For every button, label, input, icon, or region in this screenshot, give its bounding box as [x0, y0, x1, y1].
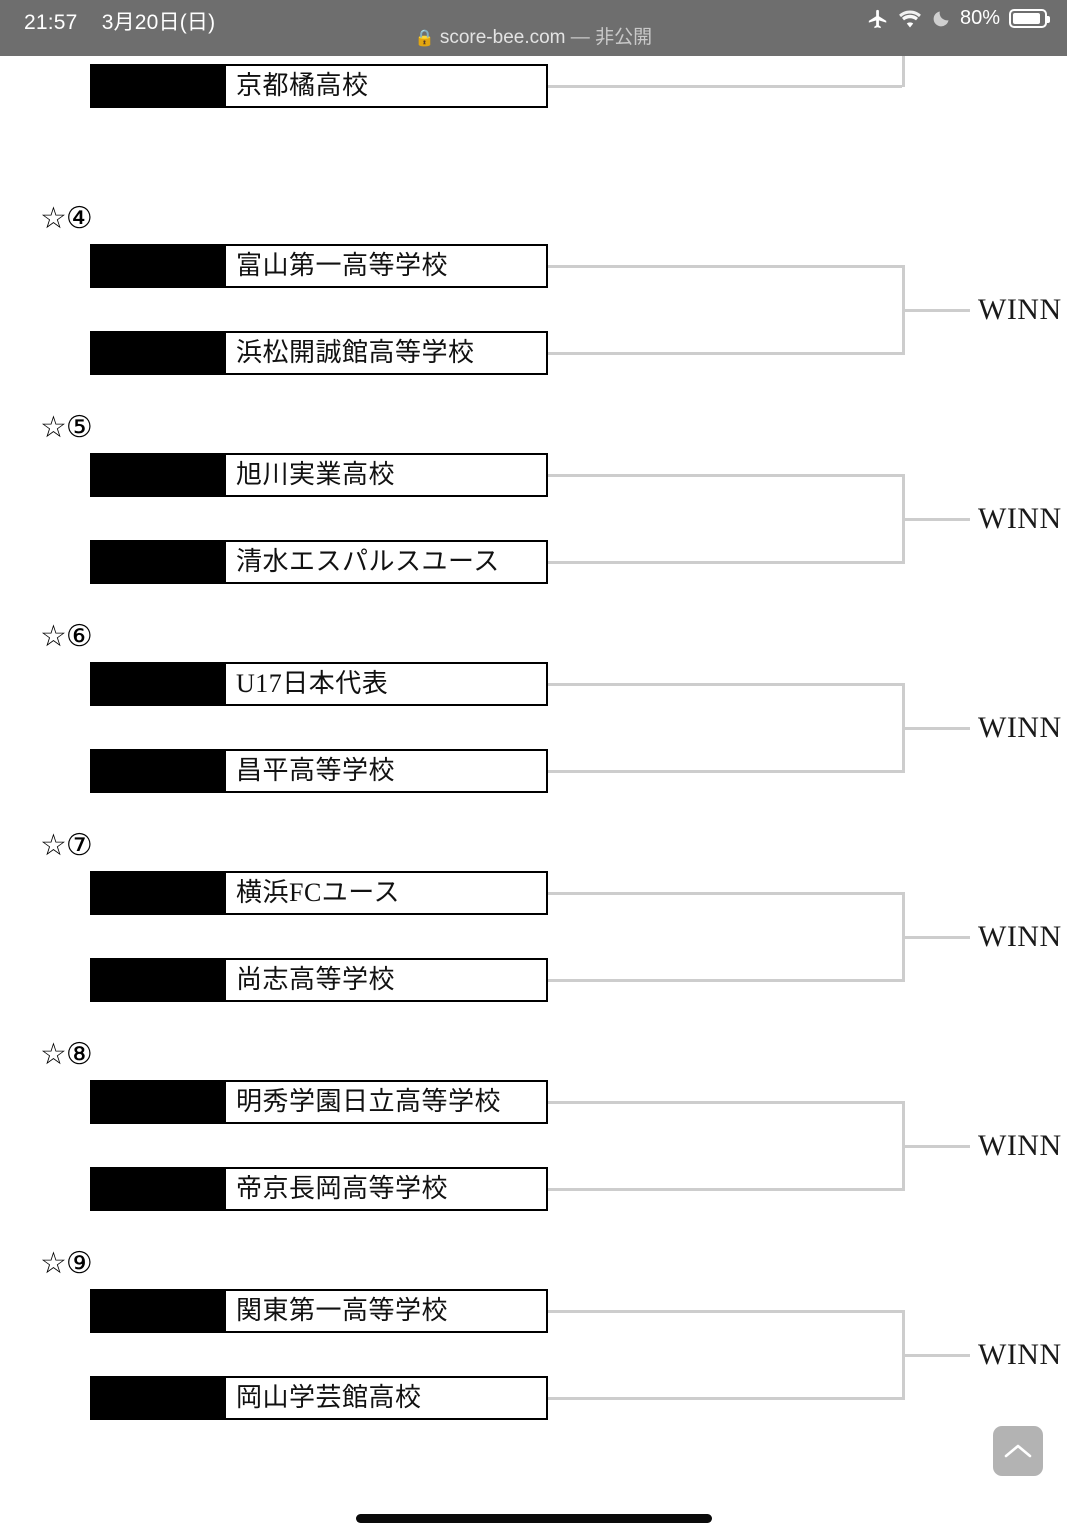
team-seed-block: [92, 66, 226, 106]
team-seed-block: [92, 1169, 226, 1209]
bracket-connector-horizontal: [548, 1101, 902, 1104]
bracket-connector-horizontal: [548, 683, 902, 686]
battery-icon: [1009, 9, 1050, 28]
team-row[interactable]: 関東第一高等学校: [90, 1289, 548, 1333]
wifi-icon: [898, 9, 922, 29]
team-name: 明秀学園日立高等学校: [226, 1082, 546, 1122]
team-seed-block: [92, 1378, 226, 1418]
group-star-label: ☆⑦: [40, 828, 93, 863]
team-name: 尚志高等学校: [226, 960, 546, 1000]
winner-label: WINN: [978, 710, 1062, 744]
team-row[interactable]: 浜松開誠館高等学校: [90, 331, 548, 375]
team-seed-block: [92, 960, 226, 1000]
winner-label: WINN: [978, 501, 1062, 535]
group-star-label: ☆⑨: [40, 1246, 93, 1281]
team-seed-block: [92, 1291, 226, 1331]
airplane-icon: [867, 8, 889, 30]
bracket-connector-horizontal: [548, 979, 902, 982]
bracket-connector-vertical: [902, 56, 905, 87]
team-name: 京都橘高校: [226, 66, 546, 106]
team-name: 旭川実業高校: [226, 455, 546, 495]
bracket-connector-horizontal: [548, 85, 902, 88]
team-name: 横浜FCユース: [226, 873, 546, 913]
bracket-connector-horizontal: [548, 1310, 902, 1313]
team-row[interactable]: 旭川実業高校: [90, 453, 548, 497]
scroll-to-top-button[interactable]: [993, 1426, 1043, 1476]
chevron-up-icon: [1004, 1444, 1032, 1458]
tournament-bracket: 京都橘高校 ☆④ 富山第一高等学校浜松開誠館高等学校 WINN ☆⑤ 旭川実業高校清水エス…: [0, 56, 1067, 1536]
winner-label: WINN: [978, 1128, 1062, 1162]
team-row[interactable]: 岡山学芸館高校: [90, 1376, 548, 1420]
team-row[interactable]: 尚志高等学校: [90, 958, 548, 1002]
clock-date: 3月20日(日): [101, 11, 216, 34]
team-row[interactable]: 京都橘高校: [90, 64, 548, 108]
status-bar-clock: 21:57 3月20日(日): [24, 6, 215, 36]
winner-label: WINN: [978, 1337, 1062, 1371]
team-seed-block: [92, 246, 226, 286]
bracket-winner-stub: [902, 1144, 970, 1148]
team-row[interactable]: 横浜FCユース: [90, 871, 548, 915]
team-row[interactable]: 富山第一高等学校: [90, 244, 548, 288]
team-row[interactable]: 帝京長岡高等学校: [90, 1167, 548, 1211]
team-seed-block: [92, 333, 226, 373]
bracket-connector-horizontal: [548, 561, 902, 564]
bracket-winner-stub: [902, 935, 970, 939]
team-name: 岡山学芸館高校: [226, 1378, 546, 1418]
clock-time: 21:57: [24, 11, 78, 34]
team-name: 富山第一高等学校: [226, 246, 546, 286]
team-name: 昌平高等学校: [226, 751, 546, 791]
team-seed-block: [92, 542, 226, 582]
team-name: 関東第一高等学校: [226, 1291, 546, 1331]
group-star-label: ☆⑥: [40, 619, 93, 654]
team-row[interactable]: U17日本代表: [90, 662, 548, 706]
team-row[interactable]: 清水エスパルスユース: [90, 540, 548, 584]
home-indicator: [355, 1514, 712, 1523]
team-name: 帝京長岡高等学校: [226, 1169, 546, 1209]
bracket-connector-horizontal: [548, 1188, 902, 1191]
bracket-connector-horizontal: [548, 770, 902, 773]
ios-status-bar: 21:57 3月20日(日) 80%: [0, 0, 1067, 56]
url-domain: score-bee.com: [439, 27, 566, 48]
team-row[interactable]: 昌平高等学校: [90, 749, 548, 793]
bracket-connector-horizontal: [548, 1397, 902, 1400]
bracket-connector-horizontal: [548, 892, 902, 895]
group-star-label: ☆④: [40, 201, 93, 236]
team-name: 浜松開誠館高等学校: [226, 333, 546, 373]
team-name: 清水エスパルスユース: [226, 542, 546, 582]
moon-icon: [931, 9, 951, 29]
status-bar-indicators: 80%: [867, 7, 1050, 30]
lock-icon: 🔒: [414, 30, 435, 47]
team-row[interactable]: 明秀学園日立高等学校: [90, 1080, 548, 1124]
team-seed-block: [92, 455, 226, 495]
bracket-winner-stub: [902, 1353, 970, 1357]
url-privacy-label: — 非公開: [570, 27, 653, 48]
group-star-label: ☆⑧: [40, 1037, 93, 1072]
team-seed-block: [92, 1082, 226, 1122]
battery-percent-label: 80%: [959, 7, 1000, 29]
webpage-viewport[interactable]: 京都橘高校 ☆④ 富山第一高等学校浜松開誠館高等学校 WINN ☆⑤ 旭川実業高校清水エス…: [0, 56, 1067, 1536]
bracket-winner-stub: [902, 517, 970, 521]
winner-label: WINN: [978, 292, 1062, 326]
bracket-connector-horizontal: [548, 474, 902, 477]
group-star-label: ☆⑤: [40, 410, 93, 445]
team-name: U17日本代表: [226, 664, 546, 704]
bracket-connector-horizontal: [548, 265, 902, 268]
browser-url-bar[interactable]: 🔒score-bee.com — 非公開: [0, 22, 1067, 49]
team-seed-block: [92, 664, 226, 704]
team-seed-block: [92, 873, 226, 913]
bracket-connector-horizontal: [548, 352, 902, 355]
bracket-winner-stub: [902, 308, 970, 312]
winner-label: WINN: [978, 919, 1062, 953]
bracket-winner-stub: [902, 726, 970, 730]
team-seed-block: [92, 751, 226, 791]
